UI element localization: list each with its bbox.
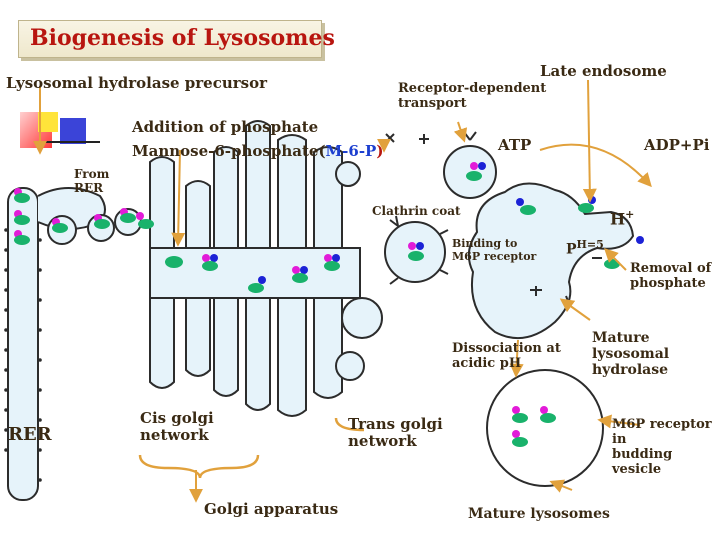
label-adp: ADP+Pi <box>644 136 710 154</box>
decorative-cubes <box>20 112 100 148</box>
m6p-suffix: ) <box>376 142 384 160</box>
molecule <box>540 406 556 423</box>
label-ph: PH=5 <box>566 238 604 258</box>
label-atp: ATP <box>498 136 532 154</box>
molecule <box>120 208 136 223</box>
molecule <box>14 230 30 245</box>
molecule <box>14 210 30 225</box>
label-receptor-transport: Receptor-dependent transport <box>398 81 547 111</box>
molecule <box>636 236 644 244</box>
molecule <box>512 406 528 423</box>
label-from-rer: From RER <box>74 167 110 195</box>
m6p-abbr: M-6-P <box>325 142 377 160</box>
label-trans-golgi: Trans golgi network <box>348 415 443 451</box>
molecule <box>14 188 30 203</box>
m6p-prefix: Mannose-6-phosphate( <box>132 142 326 160</box>
hydrolase-molecules <box>14 162 644 447</box>
ph-value: H=5 <box>576 238 604 251</box>
label-rer: RER <box>8 424 52 445</box>
molecule <box>512 430 528 447</box>
molecule <box>202 254 218 271</box>
rer-ribosomes <box>4 228 42 482</box>
label-mature-lysosomes: Mature lysosomes <box>468 506 610 522</box>
molecule <box>324 254 340 271</box>
molecule <box>578 196 596 213</box>
ph-letter: P <box>566 241 577 258</box>
diagram-title: Biogenesis of Lysosomes <box>30 25 335 51</box>
molecule <box>292 266 308 283</box>
label-addition-phosphate: Addition of phosphate <box>132 118 319 136</box>
label-golgi-apparatus: Golgi apparatus <box>204 500 339 518</box>
molecule <box>516 198 536 215</box>
h-superscript: + <box>625 208 635 221</box>
brackets <box>138 417 365 479</box>
label-cis-golgi: Cis golgi network <box>140 409 214 445</box>
trans-golgi-bubbles <box>335 161 383 381</box>
clathrin-vesicle <box>384 215 449 285</box>
molecule <box>466 162 486 181</box>
title-box <box>18 20 322 58</box>
molecule <box>165 256 183 268</box>
h-letter: H <box>610 209 626 229</box>
molecule <box>248 276 266 293</box>
mature-lysosome <box>486 369 604 487</box>
label-clathrin: Clathrin coat <box>372 204 461 218</box>
label-late-endosome: Late endosome <box>540 62 667 80</box>
molecule <box>136 212 154 229</box>
label-binding: Binding to M6P receptor <box>452 237 537 263</box>
label-h-plus: H+ <box>610 208 634 228</box>
label-m6p: Mannose-6-phosphate(M-6-P) <box>132 142 383 160</box>
molecule <box>52 218 68 233</box>
label-mature-hydrolase: Mature lysosomal hydrolase <box>592 330 670 379</box>
label-dissociation: Dissociation at acidic pH <box>452 341 561 371</box>
atp-adp-arrow <box>539 143 652 188</box>
molecule <box>94 214 110 229</box>
molecule <box>408 242 424 261</box>
label-m6p-vesicle: M6P receptor in budding vesicle <box>612 417 712 477</box>
pointer-arrows <box>33 79 641 493</box>
label-removal: Removal of phosphate <box>630 261 712 291</box>
label-precursor: Lysosomal hydrolase precursor <box>6 74 268 92</box>
